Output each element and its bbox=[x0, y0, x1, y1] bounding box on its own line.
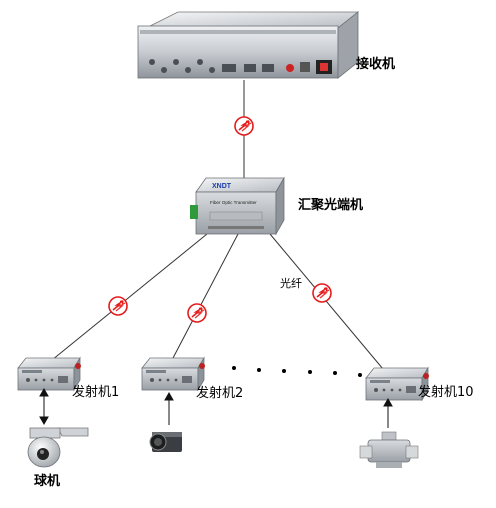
fiber-optic-icon bbox=[108, 296, 128, 316]
fiber-link-tx1 bbox=[51, 233, 208, 361]
dome-camera-label: 球机 bbox=[34, 473, 60, 489]
fiber-label: 光纤 bbox=[280, 276, 302, 290]
fiber-optic-icon bbox=[234, 116, 254, 136]
transmitter-1-label: 发射机1 bbox=[72, 384, 119, 400]
camera-links bbox=[39, 387, 393, 428]
aggregator-label: 汇聚光端机 bbox=[298, 197, 363, 213]
ptz-camera-icon bbox=[359, 431, 419, 468]
receiver-label: 接收机 bbox=[356, 56, 395, 72]
aggregator-device: XNDT Fiber Optic Transmitter bbox=[190, 176, 285, 236]
fiber-link-tx2 bbox=[172, 233, 239, 359]
transmitter-10-label: 发射机10 bbox=[418, 384, 474, 400]
transmitter-2-label: 发射机2 bbox=[196, 385, 243, 401]
aggregator-brand-text: XNDT bbox=[212, 183, 232, 190]
dome-camera-icon bbox=[27, 427, 89, 468]
fiber-optic-icon bbox=[187, 303, 207, 323]
ellipsis-dots bbox=[232, 366, 362, 377]
aggregator-panel-text: Fiber Optic Transmitter bbox=[210, 200, 257, 205]
box-camera-icon bbox=[149, 432, 182, 452]
fiber-optic-icon bbox=[312, 283, 332, 303]
receiver-rack-device bbox=[137, 11, 360, 79]
